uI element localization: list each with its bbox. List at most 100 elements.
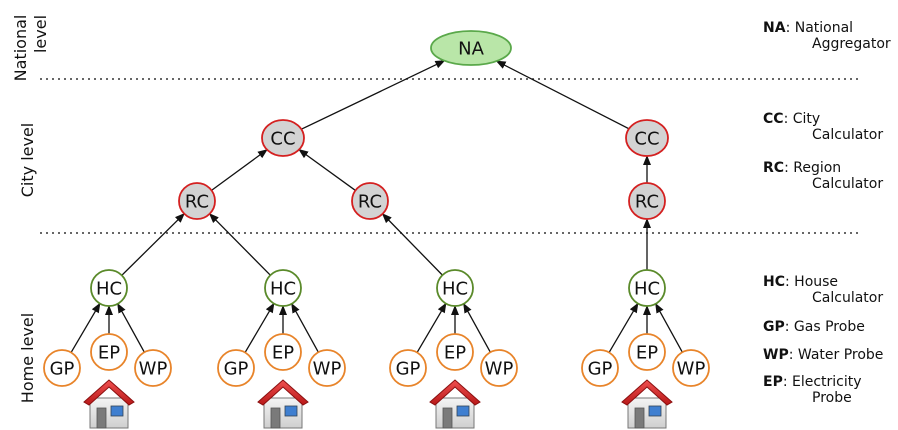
edge-hc0-to-rc1 bbox=[121, 212, 185, 276]
node-cc2-label: CC bbox=[634, 129, 659, 150]
node-ep2-shape bbox=[436, 333, 474, 371]
node-rc1: RC bbox=[178, 182, 216, 220]
node-gp0-shape bbox=[43, 349, 81, 387]
house-icon bbox=[621, 379, 673, 429]
node-ep2-label: EP bbox=[444, 343, 466, 364]
node-ep1-label: EP bbox=[272, 343, 294, 364]
node-ep0-label: EP bbox=[98, 343, 120, 364]
home-level-label: Home level bbox=[18, 313, 37, 403]
node-wp2: WP bbox=[480, 349, 518, 387]
node-gp3-shape bbox=[581, 349, 619, 387]
node-rc3-shape bbox=[628, 182, 666, 220]
node-hc3-label: HC bbox=[634, 279, 660, 300]
node-wp0-shape bbox=[134, 349, 172, 387]
node-cc1: CC bbox=[261, 119, 305, 157]
legend-description-cont: Calculator bbox=[812, 176, 884, 192]
edge-hc1-to-rc1 bbox=[208, 213, 271, 276]
node-hc0-label: HC bbox=[96, 279, 122, 300]
node-wp0-label: WP bbox=[139, 359, 168, 380]
legend-abbr: EP bbox=[763, 374, 783, 390]
node-rc1-label: RC bbox=[185, 192, 209, 213]
node-gp2-label: GP bbox=[396, 359, 421, 380]
node-wp1: WP bbox=[308, 349, 346, 387]
edge-rc1-to-cc1 bbox=[211, 149, 268, 191]
node-cc2: CC bbox=[625, 119, 669, 157]
houses bbox=[83, 379, 673, 429]
node-gp2-shape bbox=[389, 349, 427, 387]
node-na-shape bbox=[430, 30, 512, 66]
node-rc2-shape bbox=[351, 182, 389, 220]
legend-abbr: RC bbox=[763, 160, 785, 176]
node-hc3-shape bbox=[628, 269, 666, 307]
house-icon bbox=[257, 379, 309, 429]
node-cc1-label: CC bbox=[270, 129, 295, 150]
node-hc1-label: HC bbox=[270, 279, 296, 300]
edge-hc2-to-rc2 bbox=[381, 213, 443, 276]
edge-cc2-to-na bbox=[495, 60, 630, 130]
node-hc0: HC bbox=[90, 269, 128, 307]
node-wp3: WP bbox=[672, 349, 710, 387]
node-rc3-label: RC bbox=[635, 192, 659, 213]
node-na-label: NA bbox=[458, 39, 484, 60]
node-wp2-label: WP bbox=[485, 359, 514, 380]
house-icon bbox=[83, 379, 135, 429]
node-na: NA bbox=[430, 30, 512, 66]
legend-description: : House bbox=[785, 274, 839, 290]
node-hc2: HC bbox=[436, 269, 474, 307]
house-icon bbox=[429, 379, 481, 429]
edge-wp2-to-hc2 bbox=[463, 302, 491, 353]
legend-description: : Water Probe bbox=[788, 347, 884, 363]
edge-rc2-to-cc1 bbox=[298, 149, 356, 191]
node-wp3-shape bbox=[672, 349, 710, 387]
node-gp3: GP bbox=[581, 349, 619, 387]
node-wp2-shape bbox=[480, 349, 518, 387]
node-ep1-shape bbox=[264, 333, 302, 371]
node-gp1-shape bbox=[217, 349, 255, 387]
node-wp1-shape bbox=[308, 349, 346, 387]
node-wp3-label: WP bbox=[677, 359, 706, 380]
node-ep0-shape bbox=[90, 333, 128, 371]
node-ep1: EP bbox=[264, 333, 302, 371]
edge-wp3-to-hc3 bbox=[655, 302, 683, 353]
node-ep3: EP bbox=[628, 333, 666, 371]
edge-gp2-to-hc2 bbox=[416, 302, 447, 353]
legend-abbr: WP bbox=[763, 347, 789, 363]
node-ep3-label: EP bbox=[636, 343, 658, 364]
legend-description: : National bbox=[785, 20, 854, 36]
legend-description-cont: Probe bbox=[812, 390, 852, 406]
node-ep3-shape bbox=[628, 333, 666, 371]
national-level-label-line1: National bbox=[11, 15, 30, 82]
node-gp3-label: GP bbox=[588, 359, 613, 380]
node-gp0-label: GP bbox=[50, 359, 75, 380]
legend-abbr: CC bbox=[763, 111, 784, 127]
legend-abbr: NA bbox=[763, 20, 786, 36]
legend-description: : Electricity bbox=[782, 374, 862, 390]
node-gp0: GP bbox=[43, 349, 81, 387]
node-hc2-label: HC bbox=[442, 279, 468, 300]
edge-gp0-to-hc0 bbox=[70, 302, 101, 353]
city-level-label: City level bbox=[18, 123, 37, 198]
node-ep0: EP bbox=[90, 333, 128, 371]
legend-entry-gp: GP: Gas Probe bbox=[763, 319, 898, 335]
edge-cc1-to-na bbox=[301, 60, 446, 130]
node-gp1-label: GP bbox=[224, 359, 249, 380]
legend-description: : Gas Probe bbox=[784, 319, 865, 335]
node-hc2-shape bbox=[436, 269, 474, 307]
national-level-label-line2: level bbox=[31, 15, 50, 53]
node-gp1: GP bbox=[217, 349, 255, 387]
node-cc2-shape bbox=[625, 119, 669, 157]
node-rc1-shape bbox=[178, 182, 216, 220]
legend-abbr: GP bbox=[763, 319, 785, 335]
node-hc1: HC bbox=[264, 269, 302, 307]
edge-gp1-to-hc1 bbox=[244, 302, 275, 353]
node-rc3: RC bbox=[628, 182, 666, 220]
node-hc0-shape bbox=[90, 269, 128, 307]
legend-description: : City bbox=[783, 111, 821, 127]
node-hc3: HC bbox=[628, 269, 666, 307]
node-gp2: GP bbox=[389, 349, 427, 387]
